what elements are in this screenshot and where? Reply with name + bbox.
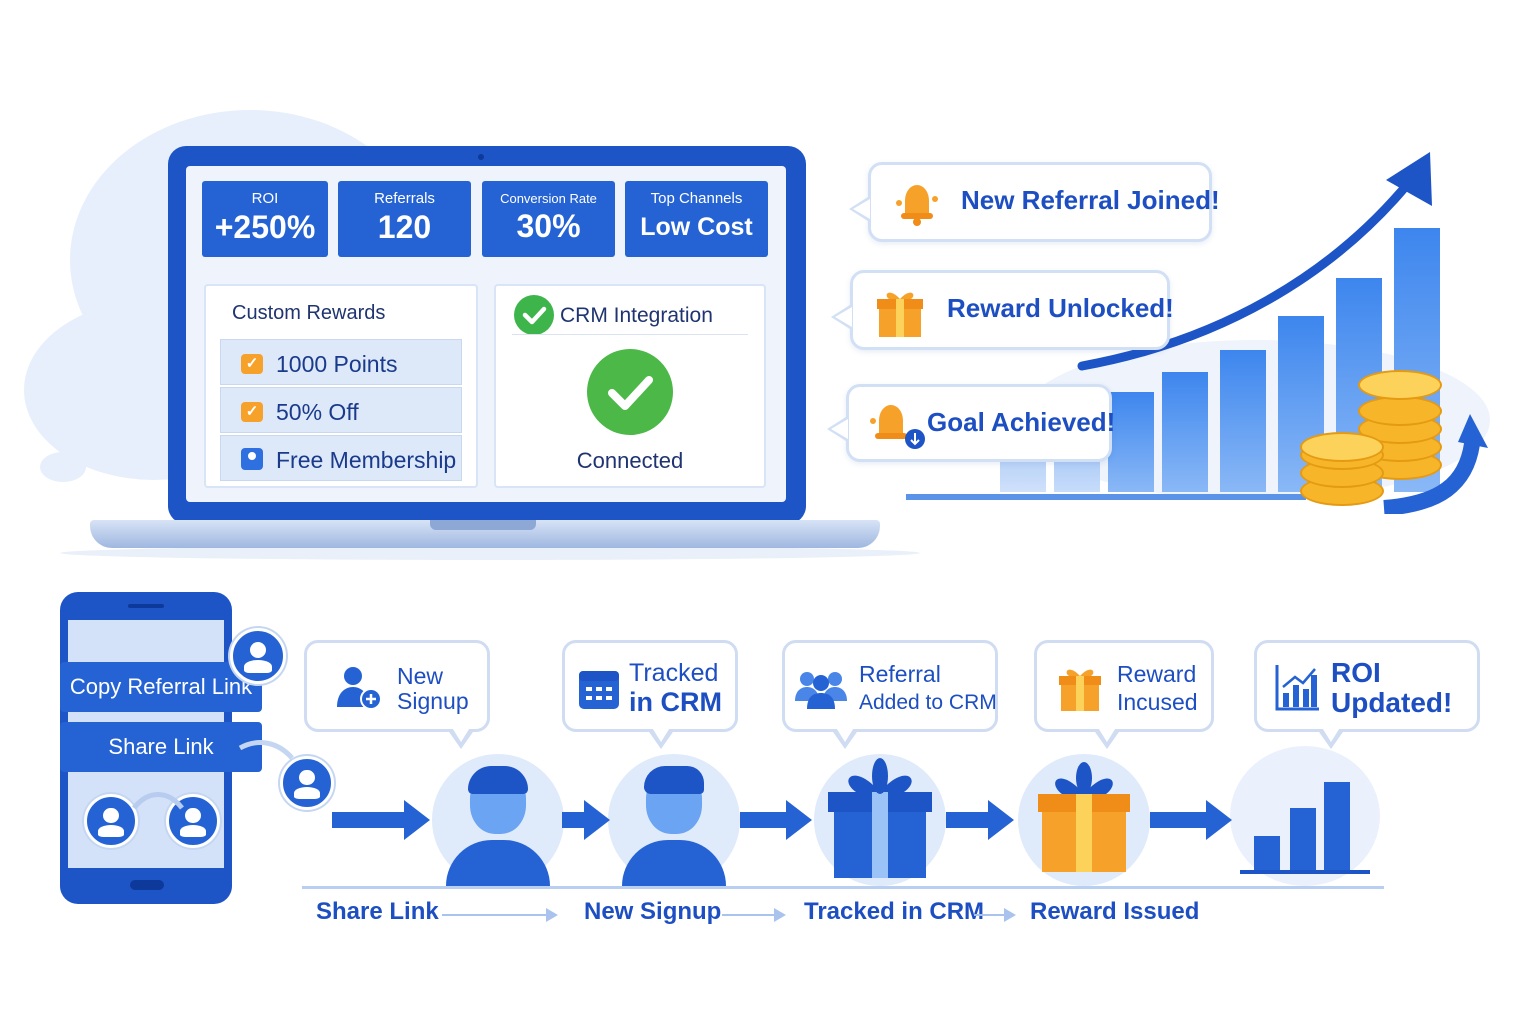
user-avatar-icon (280, 756, 334, 810)
timeline-arrow-icon (722, 908, 786, 922)
stat-card-top-channels: Top Channels Low Cost (625, 181, 768, 257)
step-label-line2: Incused (1117, 689, 1198, 715)
laptop-notch (430, 520, 536, 530)
timeline-step: New Signup (584, 898, 722, 925)
divider (512, 334, 748, 335)
step-label-line2: in CRM (629, 687, 722, 717)
gift-box-icon (828, 758, 932, 878)
step-label-line1: Referral (859, 661, 941, 687)
gift-icon (1059, 669, 1101, 711)
phone-home-button (130, 880, 164, 890)
laptop-shadow (60, 546, 920, 560)
notification-text: Goal Achieved! (927, 407, 1116, 437)
bar-chart-icon (1240, 782, 1370, 874)
flow-arrow-icon (740, 800, 814, 840)
step-label-line1: Tracked (629, 659, 719, 687)
phone-speaker (128, 604, 164, 608)
coin-arrow-icon (1383, 414, 1488, 514)
growth-bar (1108, 392, 1154, 492)
checkbox-icon: ✓ (241, 354, 263, 374)
reward-item-discount[interactable]: ✓ 50% Off (220, 387, 462, 433)
connected-check-icon (587, 349, 673, 435)
bell-icon (870, 405, 925, 449)
checkbox-icon: ✓ (241, 402, 263, 422)
notification-new-referral[interactable]: New Referral Joined! (849, 162, 1220, 242)
laptop-camera (478, 154, 484, 160)
button-label: Copy Referral Link (69, 674, 253, 699)
user-avatar-icon (166, 794, 220, 848)
stat-value: 120 (377, 209, 432, 245)
stat-card-roi: ROI +250% (202, 181, 328, 257)
step-new-signup: New Signup (304, 640, 490, 749)
step-label-line1: Reward (1117, 661, 1197, 687)
copy-referral-link-button[interactable]: Copy Referral Link (60, 662, 262, 712)
step-reward-incused: Reward Incused (1034, 640, 1214, 749)
background-blob (40, 452, 86, 482)
stat-card-conversion-rate: Conversion Rate 30% (482, 181, 615, 257)
timeline-step: Reward Issued (1030, 898, 1200, 925)
connection-line-icon (132, 792, 184, 810)
hand-pointer-icon (238, 740, 294, 760)
trend-arrow-icon (1077, 152, 1432, 371)
flow-arrow-icon (946, 800, 1016, 840)
step-label-line1: ROI (1331, 657, 1381, 688)
timeline-arrow-icon (442, 908, 558, 922)
growth-bar (1162, 372, 1208, 492)
notification-text: Reward Unlocked! (947, 293, 1174, 323)
bell-icon (896, 185, 938, 226)
button-label: Share Link (108, 734, 214, 759)
gift-icon (877, 292, 923, 337)
stat-value: 30% (516, 208, 581, 244)
notification-goal-achieved[interactable]: Goal Achieved! (827, 384, 1116, 462)
share-link-button[interactable]: Share Link (60, 722, 262, 772)
chart-circle (1230, 746, 1380, 886)
rewards-title: Custom Rewards (232, 302, 386, 324)
crm-title: CRM Integration (560, 304, 713, 327)
timeline-line (302, 886, 1384, 889)
gift-box-icon (1038, 762, 1130, 872)
step-label-line1: New (397, 663, 444, 689)
timeline-arrow-icon (974, 908, 1016, 922)
notification-reward-unlocked[interactable]: Reward Unlocked! (831, 270, 1174, 350)
step-label-line2: Signup (397, 688, 469, 714)
bar-chart-icon (1275, 665, 1319, 711)
notification-text: New Referral Joined! (961, 185, 1220, 215)
reward-label: 1000 Points (276, 351, 398, 377)
reward-item-points[interactable]: ✓ 1000 Points (220, 339, 462, 385)
step-referral-added: Referral Added to CRM (782, 640, 998, 749)
crm-status: Connected (576, 448, 684, 473)
step-label-line2: Updated! (1331, 687, 1453, 718)
gift-circle (1018, 754, 1150, 886)
timeline-step: Tracked in CRM (804, 898, 985, 925)
stat-label: Top Channels (650, 190, 743, 207)
reward-label: Free Membership (276, 447, 457, 473)
membership-icon (241, 448, 263, 470)
stat-label: ROI (251, 190, 279, 207)
person-circle (432, 754, 564, 886)
flow-arrow-icon (332, 800, 432, 840)
user-avatar-icon (84, 794, 138, 848)
person-circle (608, 754, 740, 886)
flow-arrow-icon (1150, 800, 1234, 840)
step-roi-updated: ROI Updated! (1254, 640, 1480, 749)
user-avatar-icon (230, 628, 286, 684)
timeline-step: Share Link (316, 898, 439, 925)
chart-baseline (906, 494, 1306, 500)
step-label-line2: Added to CRM (859, 691, 997, 714)
calendar-icon (579, 671, 619, 709)
stat-label: Conversion Rate (500, 191, 597, 206)
reward-label: 50% Off (276, 399, 359, 425)
group-icon (795, 672, 847, 709)
stat-value: +250% (214, 209, 316, 245)
growth-bar (1220, 350, 1266, 492)
reward-item-membership[interactable]: Free Membership (220, 435, 462, 481)
stat-value: Low Cost (640, 213, 753, 241)
gift-circle (814, 754, 946, 886)
add-user-icon (337, 667, 382, 710)
step-tracked-in-crm: Tracked in CRM (562, 640, 738, 749)
check-circle-icon (514, 295, 554, 335)
flow-arrow-icon (562, 800, 610, 840)
stat-card-referrals: Referrals 120 (338, 181, 471, 257)
stat-label: Referrals (374, 190, 435, 207)
